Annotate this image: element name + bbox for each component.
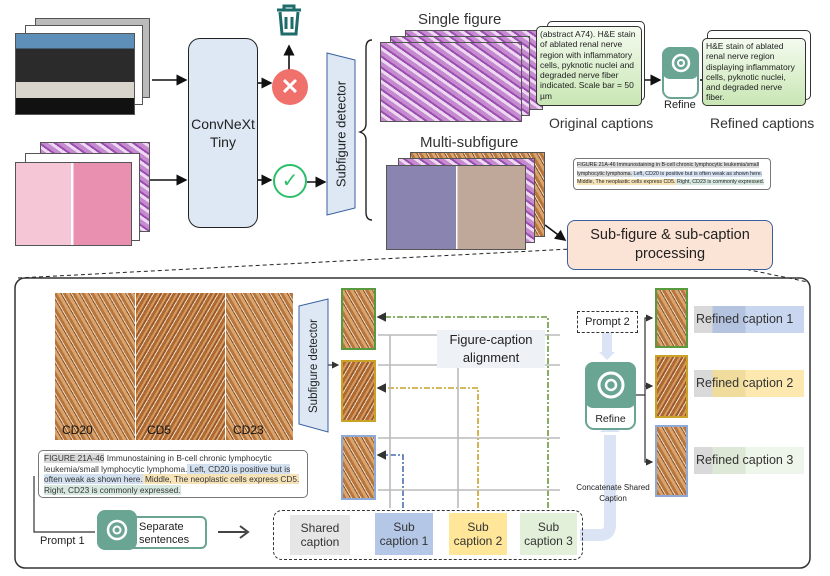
shared-caption-chip: Shared caption [290,515,350,555]
separate-sentences-label: Separate sentences [133,516,207,549]
brace [357,39,373,221]
chatgpt-logo-icon [662,47,699,79]
caption-chips-group [273,510,583,560]
refined-caption-3: Refined caption 3 [694,447,804,474]
refined-subfigure-2 [655,355,688,418]
medical-image [15,162,132,246]
refine-llm-2: Refine [585,362,636,430]
refine-llm [662,47,699,99]
single-figure-title: Single figure [418,11,502,28]
caption-segment: Immunostaining in B-cell chronic lymphoc… [44,453,272,474]
subfigure-detector-label: Subfigure detector [333,80,349,188]
caption-segment: Right, CD23 is commonly expressed. [44,484,181,495]
detail-frame [14,277,811,569]
refined-caption: H&E stain of ablated renal nerve region … [702,38,806,106]
processing-box: Sub-figure & sub-caption processing [567,220,773,270]
refined-caption-2: Refined caption 2 [694,370,804,397]
sub-caption-3-chip: Sub caption 3 [520,513,577,555]
check-circle-icon: ✓ [273,164,307,198]
multi-caption: FIGURE 21A-46 Immunostaining in B-cell c… [38,450,308,498]
cd5-image [136,293,225,440]
chatgpt-logo-icon [585,362,636,408]
subfigure-1 [341,288,376,350]
caption-segment: Left, CD20 is positive but is often weak… [632,170,763,177]
prompt1-label: Prompt 1 [40,535,85,547]
subfigure-2 [341,360,376,422]
multi-subfigure-title: Multi-subfigure [420,134,519,151]
caption-segment: FIGURE 21A-46 [44,453,105,463]
single-figure-image [380,42,522,122]
multi-subfigure-image [386,165,526,250]
flow-arrows [150,44,715,241]
refine-label: Refine [664,99,696,111]
cd20-image [55,293,135,440]
x-circle-icon: ✕ [272,69,308,105]
subfigure-3 [341,435,376,500]
subfigure-detector-shape [326,52,356,216]
sub-caption-1-chip: Sub caption 1 [375,513,433,555]
convnext-classifier: ConvNeXt Tiny [188,38,258,228]
concatenate-label: Concatenate Shared Caption [576,483,650,503]
image-label-cd20: CD20 [62,423,93,437]
image-label-cd23: CD23 [233,423,264,437]
caption-segment: Right, CD23 is commonly expressed. [675,179,765,185]
caption-segment: FIGURE 21A-46 [577,162,616,168]
trash-icon [277,4,301,36]
caption-segment: Middle, The neoplastic cells express CD5… [142,474,300,484]
subfigure-detector-label-2: Subfigure detector [308,319,320,413]
refined-subfigure-1 [655,288,688,348]
original-captions-label: Original captions [549,115,654,131]
refined-captions-label: Refined captions [710,115,815,131]
cd23-image [226,293,293,440]
refine-label-2: Refine [595,413,626,425]
refined-caption-1: Refined caption 1 [694,306,804,333]
chatgpt-logo-icon [97,510,137,550]
caption-segment: Middle, The neoplastic cells express CD5… [577,179,676,185]
alignment-label: Figure-caption alignment [437,330,545,368]
image-label-cd5: CD5 [147,423,172,437]
original-caption: (abstract A74). H&E stain of ablated ren… [536,26,642,106]
non-medical-image [15,33,135,115]
multi-caption-small: FIGURE 21A-46 Immunostaining in B-cell c… [573,158,771,190]
sub-caption-2-chip: Sub caption 2 [449,513,507,555]
refined-subfigure-3 [655,425,688,497]
subfigure-detector-shape-2 [298,298,329,433]
prompt2-label: Prompt 2 [577,311,638,333]
